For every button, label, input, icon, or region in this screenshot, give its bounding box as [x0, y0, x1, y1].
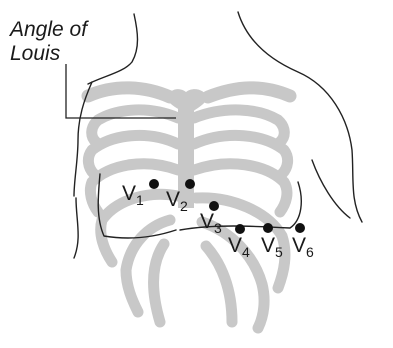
- right-clavicle: [208, 88, 290, 97]
- left-clavicle: [88, 88, 170, 97]
- v2-electrode: [185, 179, 195, 189]
- v4-electrode: [235, 224, 245, 234]
- left-arm-line: [74, 198, 78, 258]
- v1-label: V1: [122, 182, 144, 208]
- v4-label: V4: [228, 234, 250, 260]
- v6-electrode: [295, 223, 305, 233]
- neck-left-line: [88, 14, 138, 84]
- rib-cage: [88, 88, 290, 328]
- right-arm-line: [312, 160, 350, 218]
- v6-label: V6: [292, 234, 314, 260]
- v3-label: V3: [200, 210, 222, 236]
- v1-electrode: [149, 179, 159, 189]
- v5-electrode: [263, 223, 273, 233]
- right-rib-6: [206, 246, 232, 322]
- left-rib-6: [154, 244, 164, 322]
- angle-of-louis-callout: Angle of Louis: [8, 18, 176, 118]
- callout-label-line1: Angle of: [8, 18, 89, 41]
- callout-label-line2: Louis: [10, 42, 61, 65]
